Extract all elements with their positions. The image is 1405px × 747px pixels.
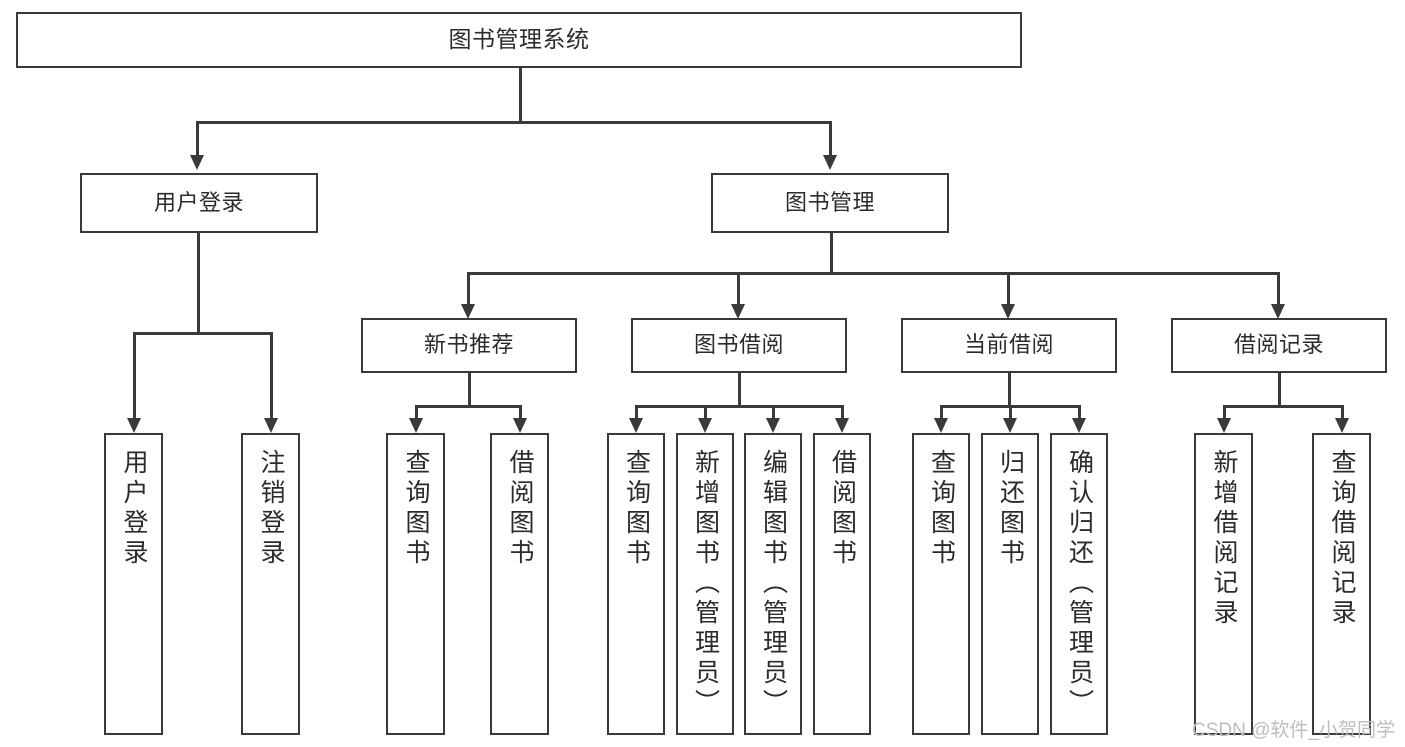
connector-to-leaf-edit-book (772, 405, 775, 420)
arrowhead-leaf-confirm-return (1072, 418, 1086, 433)
arrowhead-leaf-logout (264, 418, 278, 433)
arrowhead-leaf-query-book-2 (629, 418, 643, 433)
node-leaf-edit-book: 编辑图书（管理员） (744, 433, 802, 735)
connector-current-borrow-stem (1008, 373, 1011, 406)
arrowhead-leaf-borrow-book-2 (835, 418, 849, 433)
node-label: 借阅记录 (1233, 332, 1324, 358)
node-borrow-record: 借阅记录 (1171, 318, 1387, 373)
node-label: 图书管理 (784, 189, 875, 215)
connector-level2-bus (467, 272, 1279, 275)
node-label: 查询图书 (927, 449, 956, 569)
connector-to-leaf-add-book (704, 405, 707, 420)
connector-new-book-rec-stem (468, 373, 471, 406)
node-label: 归还图书 (996, 449, 1025, 569)
arrowhead-current-borrow (1001, 304, 1015, 319)
node-label: 用户登录 (153, 189, 244, 215)
connector-to-leaf-borrow-book-2 (841, 405, 844, 420)
arrowhead-borrow-record (1271, 304, 1285, 319)
node-label: 借阅图书 (506, 449, 534, 569)
connector-to-leaf-query-record (1341, 405, 1344, 420)
arrowhead-leaf-query-record (1335, 418, 1349, 433)
node-label: 图书管理系统 (448, 26, 590, 53)
connector-book-manage-stem (830, 233, 833, 273)
node-leaf-borrow-book-2: 借阅图书 (813, 433, 871, 735)
connector-to-leaf-query-book-3 (940, 405, 943, 420)
node-label: 查询借阅记录 (1328, 449, 1356, 629)
node-label: 新增借阅记录 (1210, 449, 1238, 629)
connector-to-leaf-user-login (133, 332, 136, 420)
node-label: 确认归还（管理员） (1065, 449, 1094, 719)
arrowhead-new-book-rec (461, 304, 475, 319)
arrowhead-user-login (190, 155, 204, 170)
connector-to-leaf-return-book (1009, 405, 1012, 420)
node-label: 图书借阅 (693, 332, 784, 358)
connector-level1-bus (196, 121, 832, 124)
arrowhead-book-manage (823, 155, 837, 170)
node-label: 编辑图书（管理员） (759, 449, 788, 719)
arrowhead-leaf-edit-book (766, 418, 780, 433)
connector-borrow-record-bus (1223, 405, 1343, 408)
connector-to-leaf-borrow-book-1 (519, 405, 522, 420)
node-leaf-query-record: 查询借阅记录 (1312, 433, 1371, 735)
connector-to-leaf-query-book-2 (635, 405, 638, 420)
connector-new-book-rec-bus (415, 405, 521, 408)
arrowhead-leaf-add-record (1217, 418, 1231, 433)
node-book-borrow: 图书借阅 (631, 318, 847, 373)
node-leaf-add-book: 新增图书（管理员） (676, 433, 734, 735)
connector-to-book-manage (829, 121, 832, 157)
node-label: 借阅图书 (828, 449, 857, 569)
node-label: 查询图书 (402, 449, 430, 569)
connector-to-new-book-rec (467, 272, 470, 306)
arrowhead-leaf-add-book (698, 418, 712, 433)
connector-user-login-bus (133, 332, 272, 335)
arrowhead-leaf-user-login (127, 418, 141, 433)
node-leaf-query-book-3: 查询图书 (912, 433, 970, 735)
connector-to-leaf-query-book-1 (415, 405, 418, 420)
node-book-manage: 图书管理 (711, 173, 949, 233)
connector-to-user-login (196, 121, 199, 157)
node-label: 新书推荐 (423, 332, 514, 358)
node-leaf-add-record: 新增借阅记录 (1194, 433, 1253, 735)
connector-borrow-record-stem (1278, 373, 1281, 406)
connector-book-borrow-bus (635, 405, 843, 408)
connector-to-book-borrow (737, 272, 740, 306)
node-label: 查询图书 (622, 449, 651, 569)
arrowhead-book-borrow (731, 304, 745, 319)
arrowhead-leaf-return-book (1003, 418, 1017, 433)
node-leaf-return-book: 归还图书 (981, 433, 1039, 735)
connector-to-leaf-logout (270, 332, 273, 420)
node-new-book-rec: 新书推荐 (361, 318, 577, 373)
connector-to-current-borrow (1007, 272, 1010, 306)
node-current-borrow: 当前借阅 (901, 318, 1117, 373)
node-leaf-confirm-return: 确认归还（管理员） (1050, 433, 1108, 735)
connector-user-login-stem (197, 233, 200, 333)
arrowhead-leaf-query-book-1 (409, 418, 423, 433)
node-user-login: 用户登录 (80, 173, 318, 233)
node-label: 用户登录 (120, 449, 148, 569)
connector-to-leaf-confirm-return (1078, 405, 1081, 420)
node-leaf-query-book-2: 查询图书 (607, 433, 665, 735)
node-leaf-logout: 注销登录 (241, 433, 300, 735)
connector-to-leaf-add-record (1223, 405, 1226, 420)
node-leaf-query-book-1: 查询图书 (386, 433, 445, 735)
node-root-system: 图书管理系统 (16, 12, 1022, 68)
connector-to-borrow-record (1277, 272, 1280, 306)
node-label: 当前借阅 (963, 332, 1054, 358)
connector-book-borrow-stem (738, 373, 741, 406)
node-label: 注销登录 (257, 449, 285, 569)
connector-root-stem (519, 68, 522, 122)
arrowhead-leaf-borrow-book-1 (513, 418, 527, 433)
node-label: 新增图书（管理员） (691, 449, 720, 719)
node-leaf-borrow-book-1: 借阅图书 (490, 433, 549, 735)
node-leaf-user-login: 用户登录 (104, 433, 163, 735)
arrowhead-leaf-query-book-3 (934, 418, 948, 433)
